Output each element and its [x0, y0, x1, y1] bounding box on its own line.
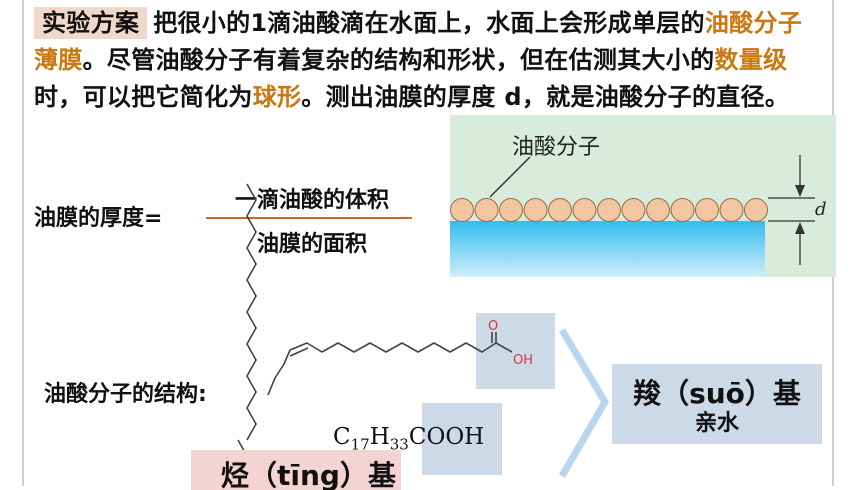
- molecule-sphere: [621, 198, 646, 222]
- hydrocarbon-chain: [246, 183, 257, 441]
- formula-c-sub: 17: [350, 435, 370, 454]
- hydroxyl-bond: [495, 342, 513, 353]
- hydrocarbon-group-box: 烃（tīng）基: [191, 450, 401, 490]
- carboxyl-highlight-box: [476, 313, 555, 389]
- para-text-3: 时，可以把它简化为: [34, 83, 253, 111]
- water-surface: [450, 221, 765, 277]
- molecule-sphere: [499, 198, 523, 222]
- fraction-denominator: 油膜的面积: [256, 232, 367, 257]
- formula-h-sub: 33: [389, 435, 409, 454]
- fraction-numerator: 一滴油酸的体积: [234, 188, 389, 213]
- para-text-2: 。尽管油酸分子有着复杂的结构和形状，但在估测其大小的: [82, 46, 715, 74]
- page-left-edge: [22, 0, 24, 486]
- para-text-4: 。测出油膜的厚度 d，就是油酸分子的直径。: [301, 83, 790, 111]
- cooh-formula-highlight-box: [422, 403, 502, 475]
- molecule-pointer-line: [489, 156, 531, 198]
- molecule-sphere: [450, 198, 474, 222]
- molecule-sphere: [523, 198, 548, 222]
- formula-h: H: [369, 424, 390, 450]
- para-text-1: 把很小的1滴油酸滴在水面上，水面上会形成单层的: [153, 9, 705, 37]
- bracket-arrow: [558, 328, 610, 478]
- oil-film-diagram: d 油酸分子: [450, 115, 836, 277]
- molecule-sphere: [597, 198, 621, 222]
- formula-c: C: [333, 424, 351, 450]
- formula-cooh: COOH: [408, 424, 485, 450]
- experiment-paragraph: 实验方案把很小的1滴油酸滴在水面上，水面上会形成单层的油酸分子薄膜。尽管油酸分子…: [34, 5, 824, 116]
- main-chain: [267, 342, 497, 396]
- highlight-sphere: 球形: [252, 83, 302, 111]
- hydroxyl-group: OH: [513, 353, 533, 368]
- molecule-sphere: [744, 198, 768, 222]
- carboxyl-group-box: 羧（suō）基 亲水: [612, 364, 822, 444]
- d-label: d: [815, 199, 827, 220]
- highlight-order-of-magnitude: 数量级: [714, 46, 788, 74]
- highlight-oleic-film: 油酸分子薄膜: [34, 9, 803, 74]
- d-arrow-top-head: [795, 185, 805, 197]
- film-molecules-drawing: d: [450, 155, 827, 265]
- oleic-molecule-spheres: [450, 198, 768, 222]
- structure-label: 油酸分子的结构:: [44, 382, 207, 407]
- double-bond: [289, 347, 309, 357]
- oleic-molecule-label: 油酸分子: [512, 135, 601, 160]
- carboxyl-title: 羧（suō）基: [633, 377, 801, 410]
- molecular-formula: C17H33COOH: [333, 424, 484, 454]
- molecule-sphere: [695, 198, 719, 222]
- film-thickness-label: 油膜的厚度=: [34, 206, 163, 231]
- molecule-sphere: [572, 198, 597, 222]
- experiment-plan-tag: 实验方案: [34, 7, 148, 39]
- fraction-bar: [206, 217, 412, 219]
- d-arrow-bottom-head: [795, 222, 805, 234]
- molecule-sphere: [474, 198, 499, 222]
- molecule-sphere: [719, 198, 744, 222]
- oxygen-atom: O: [488, 319, 498, 334]
- molecule-sphere: [646, 198, 670, 222]
- molecule-sphere: [670, 198, 695, 222]
- hydrocarbon-title: 烃（tīng）基: [221, 459, 396, 490]
- molecule-sphere: [548, 198, 572, 222]
- carboxyl-hydrophilic: 亲水: [694, 411, 739, 436]
